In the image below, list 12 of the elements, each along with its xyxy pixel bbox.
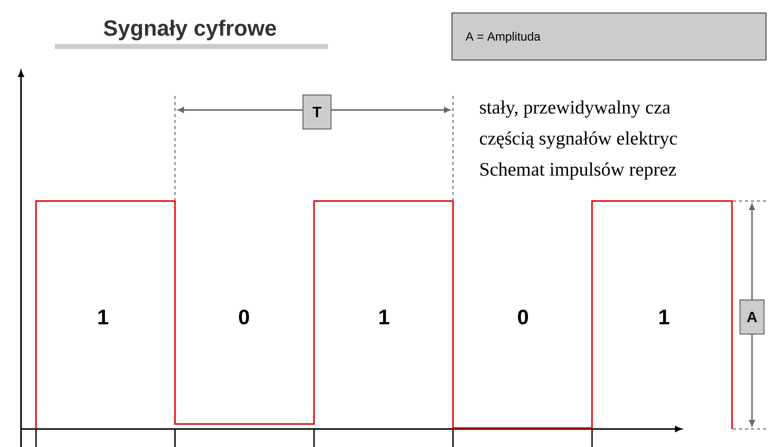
body-text: częścią sygnałów elektryc: [480, 131, 677, 149]
bit-value: 1: [379, 310, 390, 324]
bit-value: 1: [659, 310, 670, 324]
bit-value: 0: [239, 310, 249, 324]
dimension-label: A: [740, 300, 764, 334]
legend-box: A = Amplituda: [452, 12, 766, 60]
body-text: Schemat impulsów reprez: [480, 162, 676, 180]
dimension-label: T: [302, 94, 332, 130]
title: Sygnały cyfrowe: [104, 20, 276, 40]
body-text: stały, przewidywalny cza: [480, 100, 670, 118]
bit-value: 1: [98, 310, 108, 324]
bit-value: 0: [518, 310, 528, 324]
